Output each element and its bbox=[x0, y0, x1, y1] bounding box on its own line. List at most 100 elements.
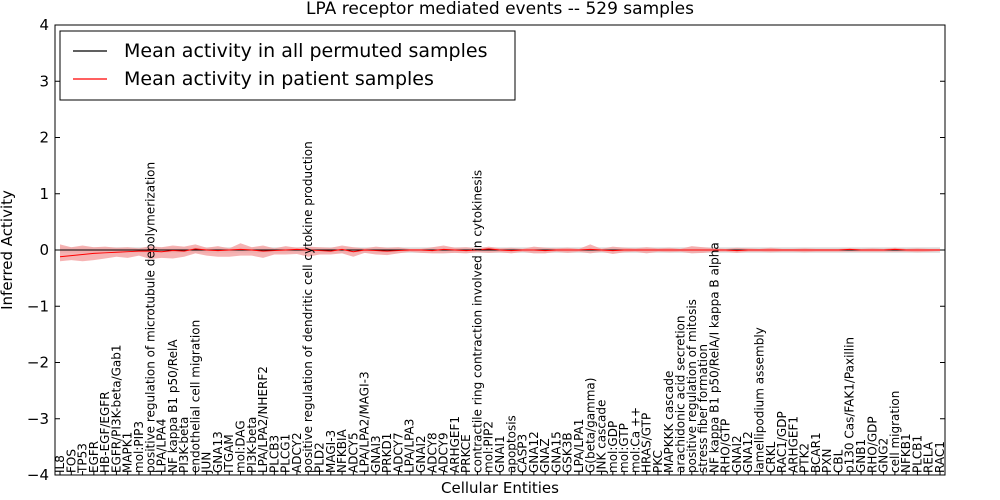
entity-label: G(beta/gamma) bbox=[583, 378, 597, 473]
entity-label: GNAI2 bbox=[730, 435, 744, 473]
entity-label: contractile ring contraction involved in… bbox=[470, 170, 484, 473]
entity-label: ADCY5 bbox=[346, 432, 360, 473]
entity-label: ADCY9 bbox=[437, 432, 451, 473]
entity-label: ARHGEF1 bbox=[448, 416, 462, 473]
plot-area bbox=[59, 243, 940, 262]
entity-label: NF kappa B1 p50/RelA bbox=[166, 339, 180, 473]
entity-label: EGFR/PI3K-beta/Gab1 bbox=[109, 344, 123, 473]
entity-label: PRKCE bbox=[459, 434, 473, 473]
entity-label: MAGI-3 bbox=[324, 430, 338, 473]
entity-label: mol:DAG bbox=[234, 420, 248, 473]
entity-label: IL8 bbox=[53, 455, 67, 473]
entity-label: positive regulation of microtubule depol… bbox=[143, 162, 157, 473]
entity-label: CBL bbox=[831, 449, 845, 473]
entity-label: LPA/LPA2/NHERF2 bbox=[256, 366, 270, 473]
entity-label: TP53 bbox=[76, 443, 90, 474]
entity-label: GNA15 bbox=[549, 431, 563, 473]
entity-label: LPA/LPA1 bbox=[572, 419, 586, 473]
y-tick-label: −2 bbox=[27, 354, 49, 372]
legend-label-patient: Mean activity in patient samples bbox=[124, 68, 434, 90]
legend-label-permuted: Mean activity in all permuted samples bbox=[124, 40, 487, 62]
entity-label: NFKB1 bbox=[899, 433, 913, 473]
entity-label: RAC1/GDP bbox=[775, 411, 789, 473]
entity-label: RELA bbox=[922, 441, 936, 473]
y-tick-label: −1 bbox=[27, 297, 49, 315]
entity-label: PLD2 bbox=[312, 442, 326, 473]
y-axis-title: Inferred Activity bbox=[0, 190, 16, 310]
entity-label: EGFR bbox=[87, 441, 101, 473]
legend-box bbox=[59, 30, 516, 101]
entity-label: GNG2 bbox=[877, 438, 891, 473]
patient-band bbox=[60, 243, 940, 262]
entity-label: PLCG1 bbox=[279, 434, 293, 473]
entity-label: GNAZ bbox=[538, 438, 552, 473]
y-tick-label: −4 bbox=[27, 466, 49, 484]
entity-label: LPA/LPA3 bbox=[403, 419, 417, 473]
entity-label: GNAI2 bbox=[414, 435, 428, 473]
entity-label: RHO/GDP bbox=[865, 416, 879, 473]
entity-label: GNA12 bbox=[527, 431, 541, 473]
entity-label: FOS bbox=[64, 449, 78, 473]
entity-label: ADCY2 bbox=[290, 432, 304, 473]
entity-label: mol:PIP3 bbox=[132, 421, 146, 473]
entity-label: HB-EGF/EGFR bbox=[98, 391, 112, 473]
entity-label: GNA12 bbox=[741, 431, 755, 473]
entity-label: positive regulation of dendritic cell cy… bbox=[301, 141, 315, 473]
entity-label: ITGAM bbox=[222, 434, 236, 473]
entity-label: PXN bbox=[820, 449, 834, 473]
entity-label: GNB1 bbox=[854, 439, 868, 473]
entity-label: PLCB1 bbox=[910, 435, 924, 473]
entity-label: p130 Cas/FAK1/Paxillin bbox=[843, 337, 857, 473]
patient-mean-line bbox=[59, 248, 940, 258]
y-tick-label: 0 bbox=[39, 241, 49, 259]
entity-label: endothelial cell migration bbox=[188, 320, 202, 473]
entity-label: RHO/GTP bbox=[719, 419, 733, 473]
entity-label: CASP3 bbox=[516, 434, 530, 473]
entity-label: arachidonic acid secretion bbox=[674, 316, 688, 473]
entity-label: GNAI1 bbox=[493, 435, 507, 473]
entity-label: NFKBIA bbox=[335, 428, 349, 473]
entity-label: PKC bbox=[651, 450, 665, 473]
entity-label: apoptosis bbox=[504, 415, 518, 473]
entity-label: NF kappa B1 p50/RelA/I kappa B alpha bbox=[707, 242, 721, 473]
entity-label: LPA/LPA2/MAGI-3 bbox=[358, 371, 372, 473]
entity-label: mol:PIP2 bbox=[482, 421, 496, 473]
entity-label: RAC1 bbox=[933, 441, 947, 473]
entity-label: MAPKKK cascade bbox=[662, 371, 676, 473]
entity-label: JNK cascade bbox=[595, 400, 609, 474]
entity-label: MAPK1 bbox=[121, 432, 135, 473]
entity-label: lamellipodium assembly bbox=[752, 327, 766, 473]
y-tick-label: 1 bbox=[39, 185, 49, 203]
entity-label: positive regulation of mitosis bbox=[685, 299, 699, 473]
chart-title: LPA receptor mediated events -- 529 samp… bbox=[306, 0, 694, 19]
entity-label: PI3K-beta bbox=[245, 417, 259, 473]
entity-label: GSK3B bbox=[561, 432, 575, 473]
entity-label: LPA/LPA4 bbox=[155, 419, 169, 473]
y-tick-label: 4 bbox=[39, 16, 49, 34]
entity-label: mol:GDP bbox=[606, 421, 620, 473]
entity-label: PI3K-beta bbox=[177, 417, 191, 473]
entity-label: BCAR1 bbox=[809, 432, 823, 473]
legend: Mean activity in all permuted samples Me… bbox=[59, 30, 516, 101]
entity-label: ARHGEF1 bbox=[786, 416, 800, 473]
entity-label: GNA13 bbox=[211, 431, 225, 473]
entity-label: HRAS/GTP bbox=[640, 413, 654, 473]
entity-label: ADCY8 bbox=[425, 432, 439, 473]
entity-label: mol:GTP bbox=[617, 423, 631, 473]
entity-label: CRKL bbox=[764, 441, 778, 473]
entity-label: stress fiber formation bbox=[696, 344, 710, 473]
entity-label: ADCY7 bbox=[391, 432, 405, 473]
entity-label: GNAI3 bbox=[369, 435, 383, 473]
entity-label: PTK2 bbox=[798, 443, 812, 473]
y-tick-label: −3 bbox=[27, 410, 49, 428]
x-axis-title: Cellular Entities bbox=[441, 479, 559, 497]
y-tick-label: 3 bbox=[39, 72, 49, 90]
entity-label: cell migration bbox=[888, 391, 902, 473]
x-axis-entity-labels: IL8FOSTP53EGFRHB-EGF/EGFREGFR/PI3K-beta/… bbox=[53, 141, 947, 475]
entity-label: PRKD1 bbox=[380, 433, 394, 473]
entity-label: PLCB3 bbox=[267, 435, 281, 473]
entity-label: JUN bbox=[200, 452, 214, 474]
entity-label: mol:Ca ++ bbox=[628, 407, 642, 473]
